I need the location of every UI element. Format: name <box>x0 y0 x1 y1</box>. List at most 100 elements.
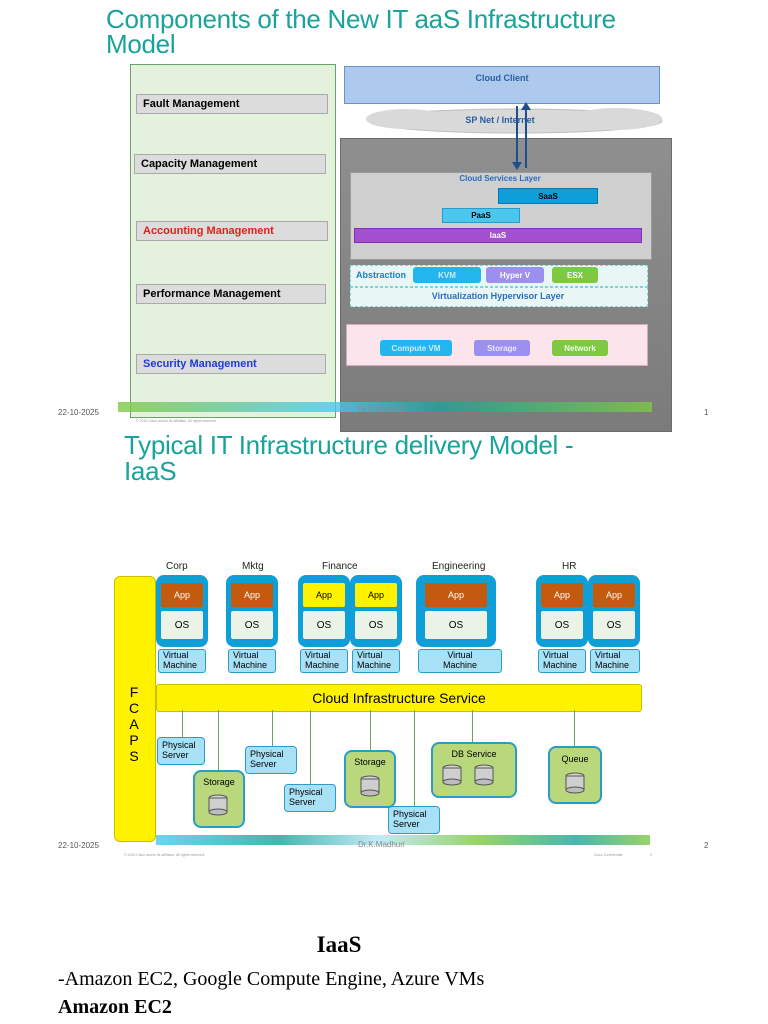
slide-1-footer-author: Dr.K.Madhuri <box>358 405 405 414</box>
paas-label: PaaS <box>471 211 491 220</box>
doc-heading: IaaS <box>316 932 362 957</box>
connector-line <box>370 710 371 750</box>
security-management-box: Security Management <box>136 354 326 374</box>
cloud-infrastructure-service-label: Cloud Infrastructure Service <box>312 690 486 706</box>
abstraction-label: Abstraction <box>356 270 407 280</box>
slide-2-title-line-1: Typical IT Infrastructure delivery Model… <box>124 430 574 460</box>
doc-line-2: Amazon EC2 <box>58 996 172 1018</box>
saas-bar: SaaS <box>498 188 598 204</box>
iaas-label: IaaS <box>489 231 507 240</box>
app-box: App <box>425 583 487 607</box>
hyperv-label: Hyper V <box>499 270 531 280</box>
slide-1-footer-strip <box>118 402 652 412</box>
kvm-label: KVM <box>438 270 456 280</box>
fcaps-letter-s: S <box>129 748 139 764</box>
storage-label: Storage <box>487 343 517 353</box>
compute-vm-box: Compute VM <box>380 340 452 356</box>
doc-line-1: -Amazon EC2, Google Compute Engine, Azur… <box>58 968 485 990</box>
app-box: App <box>593 583 635 607</box>
virtualization-layer-label: Virtualization Hypervisor Layer <box>431 291 565 301</box>
slide-2-title-line-2: IaaS <box>124 456 177 486</box>
cloud-client-label: Cloud Client <box>475 73 529 83</box>
slide-2-confidential: Cisco Confidential <box>594 853 623 857</box>
database-icon <box>360 775 380 797</box>
dept-hr: HR <box>562 561 577 572</box>
connector-line <box>574 710 575 746</box>
slide-2-copyright: © 2010 Cisco and/or its affiliates. All … <box>124 853 205 857</box>
app-box: App <box>161 583 203 607</box>
virtualization-layer-row <box>350 287 648 307</box>
slide-1-page-number: 1 <box>704 408 709 417</box>
bidirectional-arrow-icon <box>512 102 531 170</box>
cloud-client-box: Cloud Client <box>344 66 660 104</box>
dept-corp: Corp <box>166 561 188 572</box>
dept-mktg: Mktg <box>242 561 264 572</box>
queue-label: Queue <box>561 754 589 764</box>
slide-2-footer-date: 22-10-2025 <box>58 841 99 850</box>
capacity-management-label: Capacity Management <box>141 158 258 170</box>
cloud-services-layer-label: Cloud Services Layer <box>459 174 541 183</box>
connector-line <box>310 710 311 784</box>
slide-1-title: Components of the New IT aaS Infrastruct… <box>106 4 616 59</box>
connector-line <box>414 710 415 806</box>
performance-management-box: Performance Management <box>136 284 326 304</box>
dept-finance: Finance <box>322 561 358 572</box>
app-box: App <box>541 583 583 607</box>
iaas-bar: IaaS <box>354 228 642 243</box>
database-icon <box>208 794 228 816</box>
fault-management-box: Fault Management <box>136 94 328 114</box>
os-box: OS <box>231 611 273 639</box>
cloud-infrastructure-service-bar: Cloud Infrastructure Service <box>156 684 642 712</box>
slide-2-page-number: 2 <box>704 841 709 850</box>
dept-engineering: Engineering <box>432 561 486 572</box>
os-box: OS <box>355 611 397 639</box>
database-icon <box>565 772 585 794</box>
fcaps-vertical-bar <box>114 576 156 842</box>
os-box: OS <box>541 611 583 639</box>
fcaps-letters: F C A P S <box>114 684 154 764</box>
db-service-label: DB Service <box>451 749 497 759</box>
slide-1-title-line-1: Components of the New IT aaS Infrastruct… <box>106 4 616 34</box>
performance-management-label: Performance Management <box>143 288 281 300</box>
compute-vm-label: Compute VM <box>391 343 441 353</box>
os-box: OS <box>161 611 203 639</box>
app-box: App <box>355 583 397 607</box>
connector-line <box>182 710 183 738</box>
paas-bar: PaaS <box>442 208 520 223</box>
slide-1-title-line-2: Model <box>106 29 176 59</box>
app-box: App <box>231 583 273 607</box>
storage-label: Storage <box>354 757 386 767</box>
slide-1-copyright: © 2010 Cisco and/or its affiliates. All … <box>136 419 217 423</box>
slide-2-footer-author: Dr.K.Madhuri <box>358 840 405 849</box>
fcaps-letter-a: A <box>129 716 139 732</box>
capacity-management-box: Capacity Management <box>134 154 326 174</box>
accounting-management-label: Accounting Management <box>143 225 274 237</box>
connector-line <box>218 710 219 770</box>
fault-management-label: Fault Management <box>143 98 240 110</box>
sp-net-label: SP Net / Internet <box>465 115 535 125</box>
db-service-node: DB Service <box>431 742 517 798</box>
queue-node: Queue <box>548 746 602 804</box>
os-box: OS <box>303 611 345 639</box>
fcaps-letter-p: P <box>129 732 139 748</box>
os-box: OS <box>425 611 487 639</box>
hyperv-box: Hyper V <box>486 267 544 283</box>
database-icon <box>474 764 494 786</box>
connector-line <box>472 710 473 742</box>
network-box: Network <box>552 340 608 356</box>
slide-2-title: Typical IT Infrastructure delivery Model… <box>124 430 574 486</box>
slide-2-footer-strip <box>156 835 650 845</box>
fcaps-letter-f: F <box>129 684 139 700</box>
accounting-management-box: Accounting Management <box>136 221 328 241</box>
database-icon <box>442 764 462 786</box>
network-label: Network <box>564 343 596 353</box>
